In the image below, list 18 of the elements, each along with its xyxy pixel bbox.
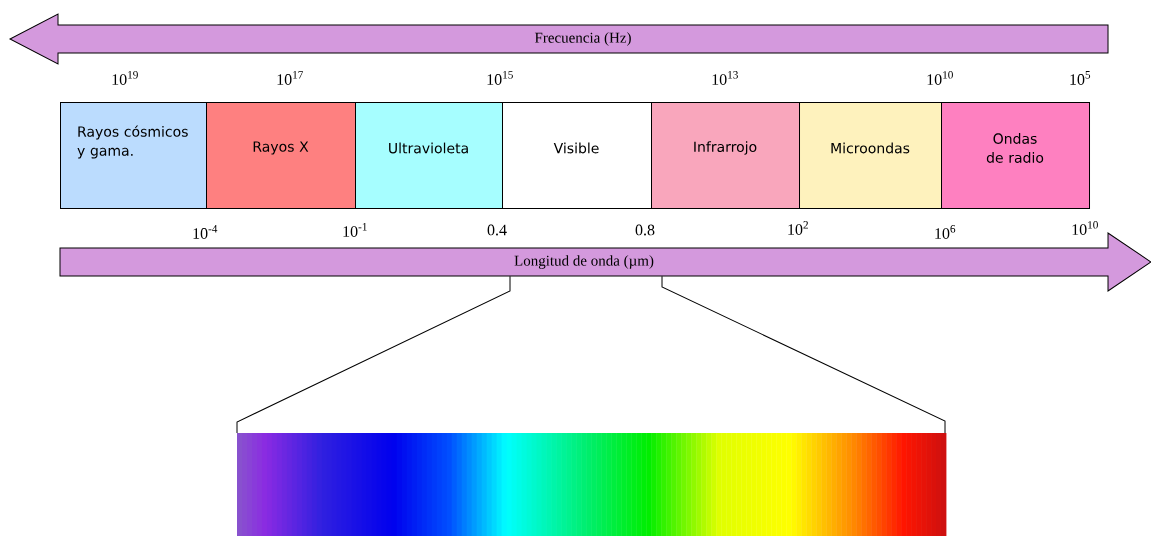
band-box: Visible bbox=[502, 102, 652, 209]
tick-label: 10$^{13}$ bbox=[712, 71, 738, 85]
tick-label: 10$^{2}$ bbox=[788, 221, 808, 235]
leader-line bbox=[661, 275, 946, 434]
leader-line bbox=[236, 275, 511, 434]
band-box: Ondas de radio bbox=[941, 102, 1090, 209]
tick-label: 10$^{10}$ bbox=[1072, 221, 1098, 235]
tick-label: 10$^{5}$ bbox=[1070, 71, 1091, 85]
band-box: Rayos cósmicos y gama. bbox=[60, 102, 207, 209]
band-box: Rayos X bbox=[206, 102, 356, 209]
tick-label: 10$^{15}$ bbox=[487, 71, 513, 85]
band-box: Ultravioleta bbox=[355, 102, 503, 209]
tick-label: 10$^{10}$ bbox=[927, 71, 953, 85]
spectrum-bar bbox=[237, 433, 947, 536]
band-box: Microondas bbox=[799, 102, 942, 209]
band-box: Infrarrojo bbox=[651, 102, 800, 209]
tick-label: 10$^{17}$ bbox=[277, 71, 303, 85]
tick-label: 10$^{19}$ bbox=[112, 71, 138, 85]
